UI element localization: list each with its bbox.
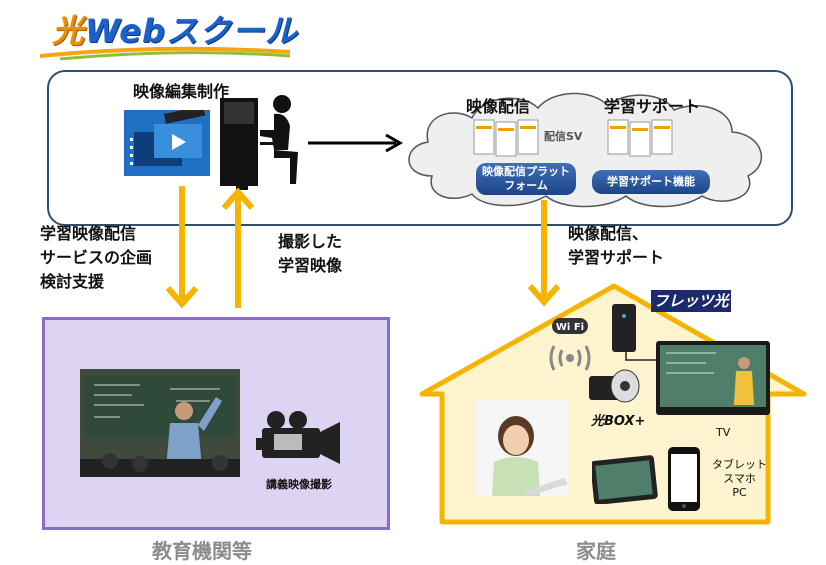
flets-badge: フレッツ光 <box>651 290 731 312</box>
video-camera-icon <box>256 411 340 464</box>
box-plus-label: 光BOX+ <box>591 414 646 429</box>
smartphone-icon <box>668 447 700 511</box>
down-arrow-right-icon <box>527 200 561 307</box>
set-top-box-icon <box>589 369 640 403</box>
classroom-photo <box>80 369 240 477</box>
platform-pill: 映像配信プラット フォーム <box>476 163 576 195</box>
wifi-text: Wi Fi <box>556 322 584 333</box>
tv-label: TV <box>716 426 731 439</box>
service-logo: 光Webスクール <box>52 6 298 52</box>
platform-label-line2: フォーム <box>504 179 548 192</box>
logo-accent: 光 <box>52 12 86 50</box>
logo-swoosh-icon <box>40 46 290 60</box>
up-arrow-icon <box>221 187 255 308</box>
home-caption: 家庭 <box>576 539 616 563</box>
logo-text: Webスクール <box>85 12 298 50</box>
support-function-label: 学習サポート機能 <box>607 175 695 188</box>
router-icon <box>612 304 636 352</box>
delivery-support-text: 映像配信、 学習サポート <box>568 224 665 267</box>
support-function-pill: 学習サポート機能 <box>592 170 710 194</box>
server-label: 配信SV <box>544 130 583 143</box>
right-arrow-icon <box>308 133 404 153</box>
cloud-delivery-title: 映像配信 <box>466 97 531 116</box>
school-caption: 教育機関等 <box>152 539 252 563</box>
down-arrow-left-icon <box>165 186 199 309</box>
recorded-video-text: 撮影した 学習映像 <box>278 232 343 275</box>
cloud-support-title: 学習サポート <box>604 97 701 116</box>
cloud-icon <box>408 92 763 208</box>
child-laptop-photo <box>476 400 568 496</box>
production-title: 映像編集制作 <box>133 82 230 101</box>
devices-label: タブレット スマホ PC <box>712 458 767 499</box>
editor-workstation-icon <box>220 95 298 190</box>
delivery-server-icon <box>473 119 539 157</box>
wifi-icon: Wi Fi <box>549 318 591 371</box>
video-edit-icon <box>124 110 210 176</box>
lecture-recording-label: 講義映像撮影 <box>266 478 332 491</box>
support-server-icon <box>607 119 673 157</box>
tv-icon <box>656 341 770 415</box>
tablet-icon <box>592 455 658 504</box>
platform-label-line1: 映像配信プラット <box>482 165 570 178</box>
planning-support-text: 学習映像配信 サービスの企画 検討支援 <box>40 224 153 291</box>
